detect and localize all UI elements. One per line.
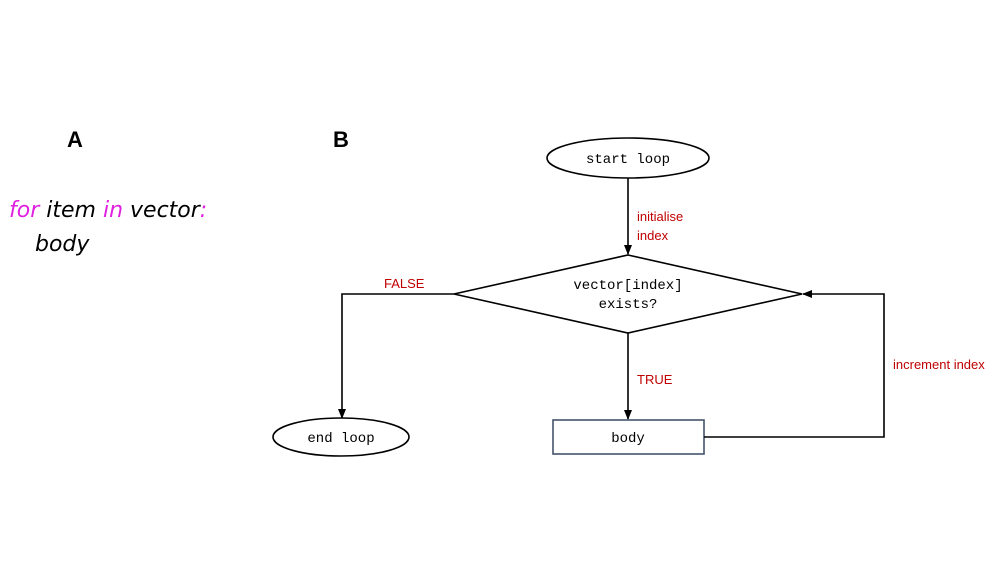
- panel-label-b: B: [333, 127, 349, 152]
- panel-label-a: A: [67, 127, 83, 152]
- condition-label-line1: vector[index]: [573, 278, 682, 294]
- edge-label-increment: increment index: [893, 357, 985, 372]
- end-node: [272, 417, 410, 457]
- loop-variable: item: [39, 198, 103, 223]
- loop-colon: :: [199, 198, 208, 223]
- edge-increment: [704, 290, 885, 438]
- edge-label-false: FALSE: [384, 276, 425, 291]
- edge-label-initialise: initialise: [637, 209, 683, 224]
- body-node-label: body: [611, 431, 645, 447]
- loop-iterable: vector: [123, 198, 200, 223]
- keyword-for: for: [9, 198, 40, 223]
- condition-label-line2: exists?: [599, 297, 658, 313]
- keyword-in: in: [102, 198, 124, 223]
- end-node-label: end loop: [307, 431, 374, 447]
- code-line-for: for item in vector:: [9, 194, 207, 228]
- edge-false: [338, 293, 454, 419]
- code-line-body: body: [35, 232, 90, 257]
- start-node-label: start loop: [586, 152, 670, 168]
- condition-node: [453, 254, 803, 334]
- body-node: [552, 419, 705, 455]
- edge-label-true: TRUE: [637, 372, 673, 387]
- edge-label-index: index: [637, 228, 669, 243]
